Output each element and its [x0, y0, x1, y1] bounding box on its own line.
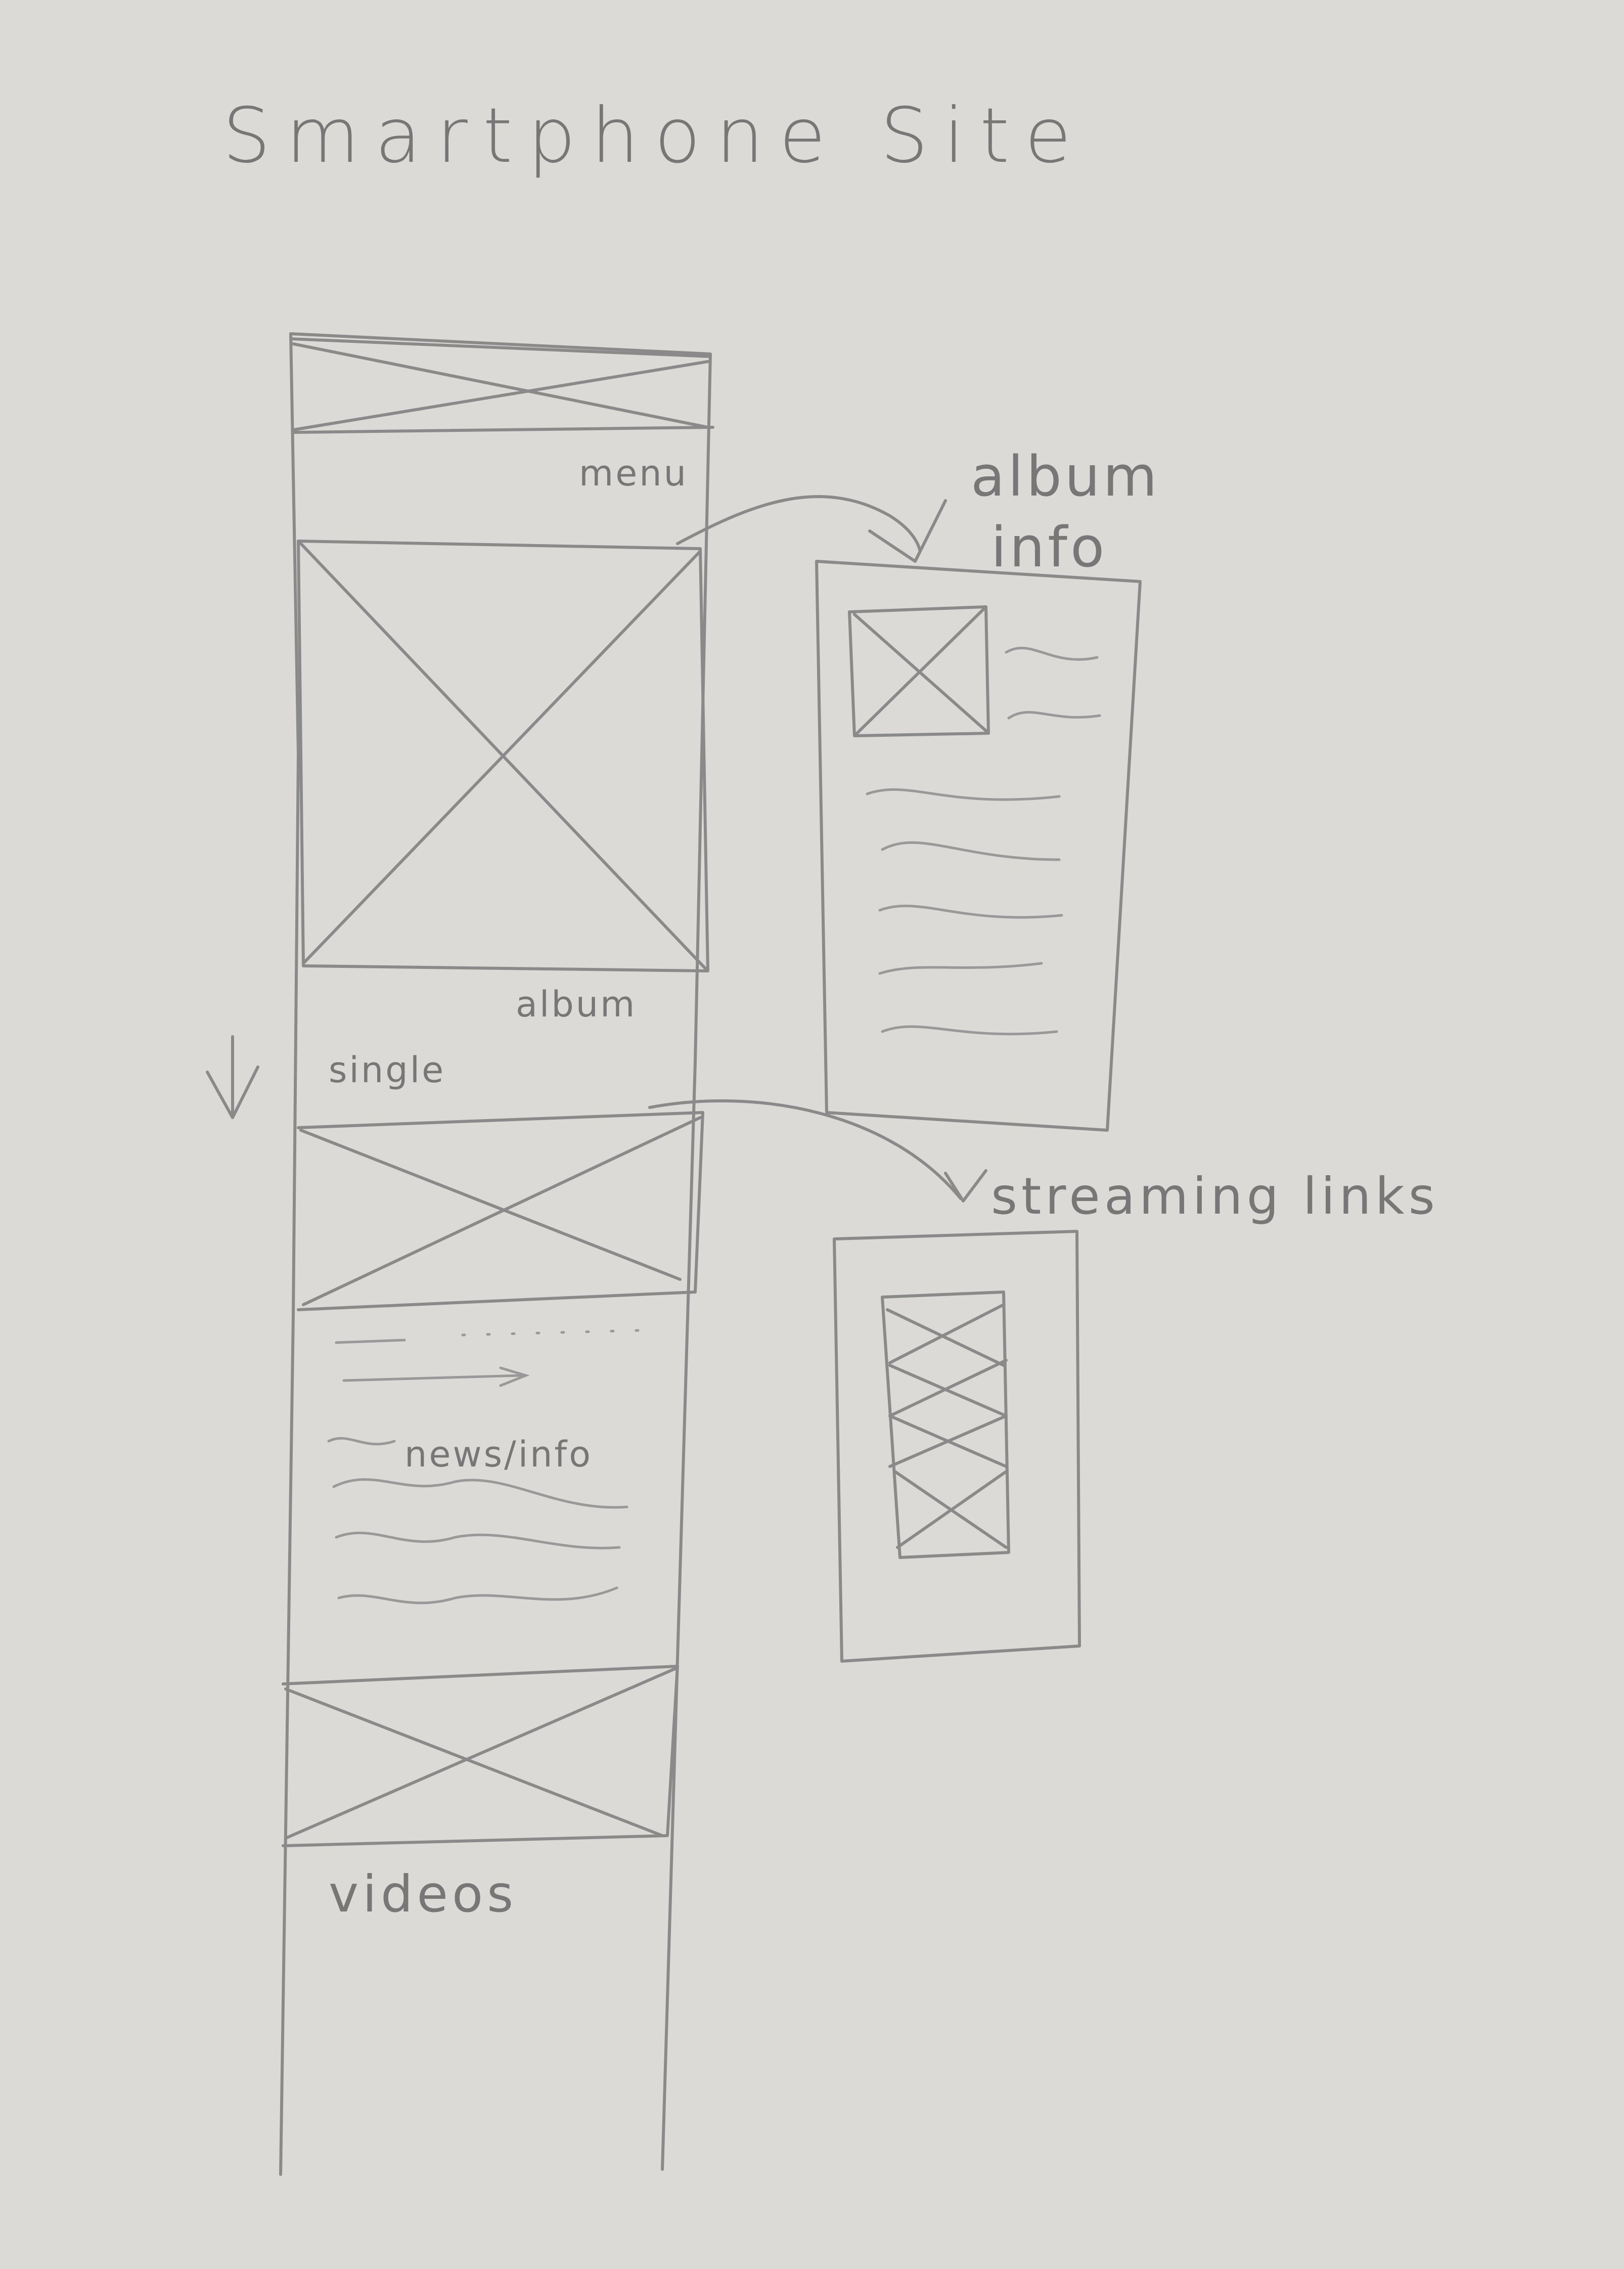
- streaming-link-placeholder-2: [888, 1359, 1008, 1417]
- header-placeholder: [289, 337, 714, 434]
- streaming-link-placeholder-1: [886, 1303, 1005, 1367]
- videos-image-placeholder: [282, 1665, 679, 1847]
- connector-album-arrow: [676, 495, 947, 563]
- single-image-placeholder: [297, 1111, 704, 1311]
- single-label: single: [329, 1049, 445, 1091]
- album-image-placeholder: [297, 540, 709, 972]
- news-info-label: news/info: [404, 1434, 593, 1475]
- scroll-down-arrow-icon: [206, 1035, 259, 1119]
- sheet-title: Smartphone Site: [222, 92, 1087, 180]
- connector-streaming-arrow: [648, 1099, 987, 1203]
- streaming-links-label: streaming links: [991, 1167, 1439, 1226]
- album-info-label-line1: album: [971, 444, 1160, 509]
- album-info-label-line2: info: [991, 515, 1107, 580]
- streaming-link-placeholder-3: [888, 1414, 1008, 1468]
- menu-label: menu: [579, 453, 688, 494]
- news-info-text-block: [327, 1328, 659, 1605]
- streaming-link-placeholder-4: [893, 1470, 1008, 1549]
- album-info-panel: [815, 560, 1142, 1132]
- album-label: album: [516, 984, 637, 1025]
- videos-label: videos: [329, 1864, 517, 1924]
